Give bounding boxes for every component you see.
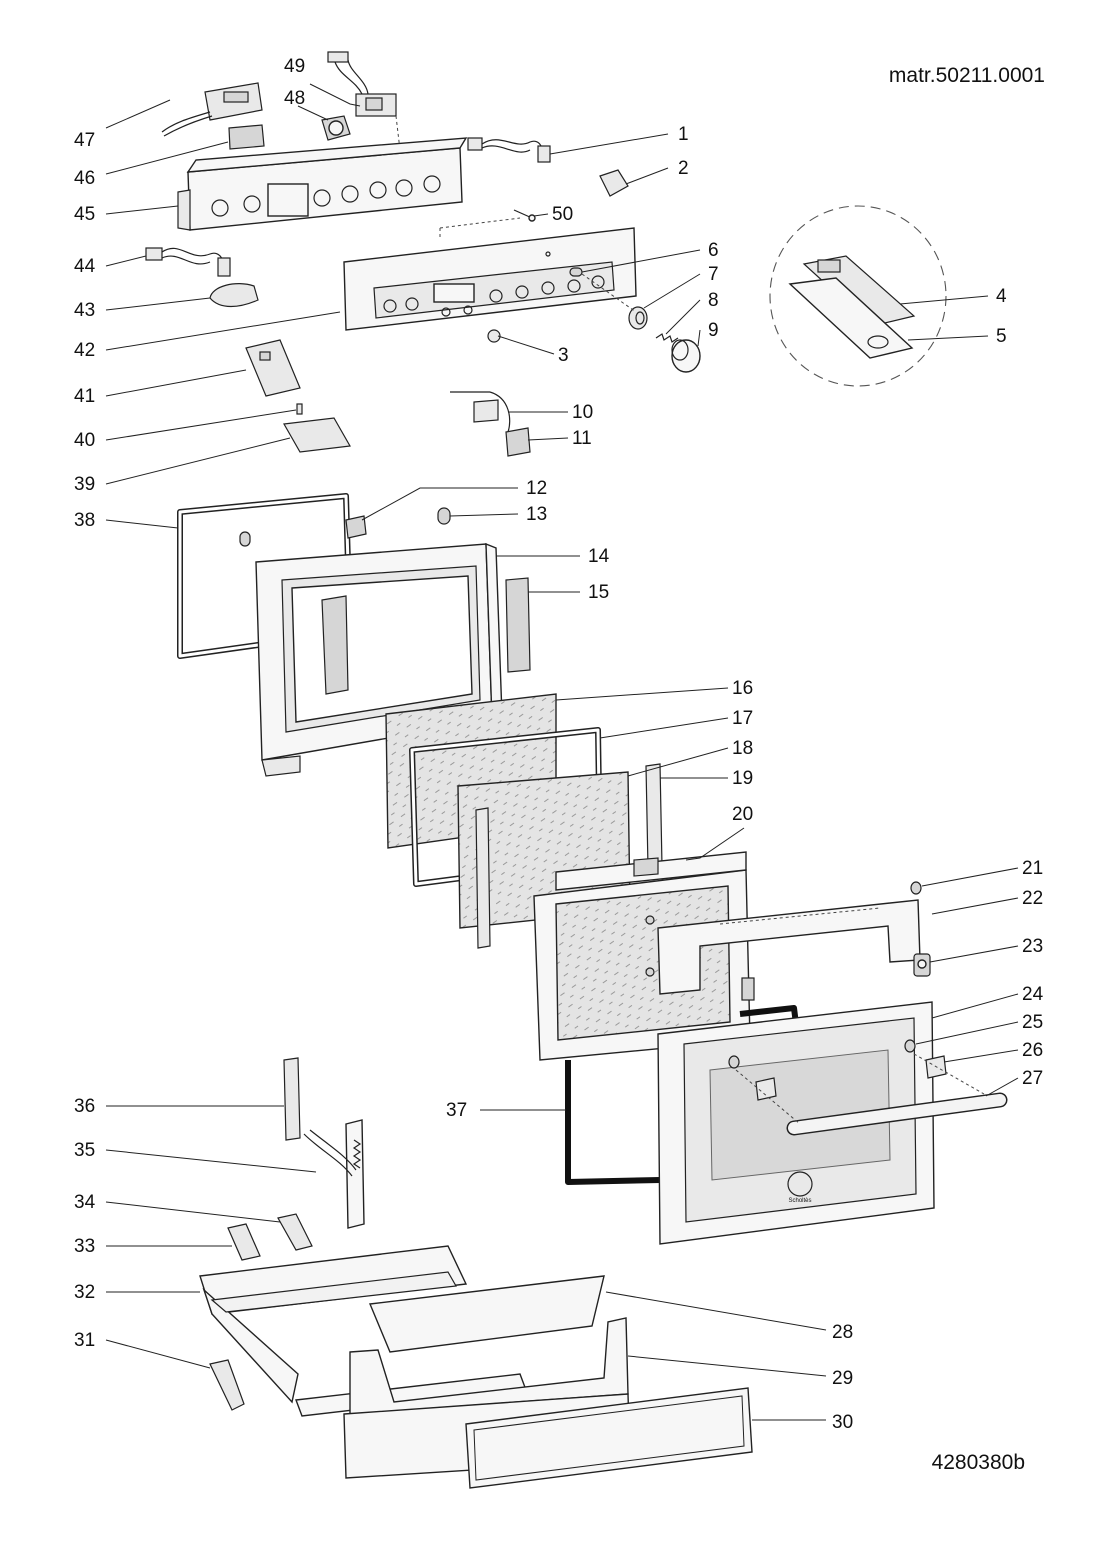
- part-48-selector: [321, 115, 351, 141]
- part-23-latch: [913, 953, 931, 977]
- label-8: 8: [708, 290, 719, 311]
- part-21-bolt: [910, 881, 922, 895]
- label-17: 17: [732, 708, 753, 729]
- label-9: 9: [708, 320, 719, 341]
- label-35: 35: [74, 1140, 95, 1161]
- part-9-knob: [671, 339, 701, 373]
- part-20-outer-panel: [533, 851, 751, 1061]
- label-50: 50: [552, 204, 573, 225]
- label-20: 20: [732, 804, 753, 825]
- label-2: 2: [678, 158, 689, 179]
- part-30-drawer-cover: [465, 1387, 753, 1489]
- label-15: 15: [588, 582, 609, 603]
- part-47-display-board: [161, 82, 263, 137]
- part-5-board-housing: [788, 277, 914, 359]
- label-49: 49: [284, 56, 305, 77]
- label-18: 18: [732, 738, 753, 759]
- part-8-spring: [655, 333, 679, 343]
- part-41-bracket: [245, 339, 301, 397]
- label-33: 33: [74, 1236, 95, 1257]
- label-19: 19: [732, 768, 753, 789]
- part-42-fascia: [343, 227, 637, 331]
- part-39-plate: [283, 417, 351, 453]
- part-27-handle: [735, 1053, 1008, 1136]
- part-40-pin: [296, 403, 303, 415]
- label-41: 41: [74, 386, 95, 407]
- label-11: 11: [572, 428, 592, 449]
- label-16: 16: [732, 678, 753, 699]
- part-50-pin: [439, 209, 536, 240]
- label-31: 31: [74, 1330, 95, 1351]
- label-36: 36: [74, 1096, 95, 1117]
- part-latch-small: [741, 977, 755, 1001]
- door-brand-logo: Scholtès: [788, 1198, 811, 1204]
- label-30: 30: [832, 1412, 853, 1433]
- detail-circle: [769, 205, 947, 387]
- part-33-bracket: [227, 1223, 261, 1261]
- part-2-connector: [599, 169, 629, 197]
- label-27: 27: [1022, 1068, 1043, 1089]
- part-number-labels: 1 2 3 4 5 6 7 8 9 10 11 12 13 14 15 16 1…: [74, 56, 1044, 1433]
- label-40: 40: [74, 430, 95, 451]
- label-46: 46: [74, 168, 95, 189]
- label-34: 34: [74, 1192, 96, 1213]
- part-36-hinge-cover: [283, 1057, 301, 1141]
- label-14: 14: [588, 546, 610, 567]
- part-7-knob-base: [628, 306, 648, 330]
- label-45: 45: [74, 204, 95, 225]
- part-44-harness: [145, 247, 231, 277]
- part-1-harness: [467, 137, 551, 163]
- part-22-bracket: [657, 899, 921, 995]
- part-19-rail: [645, 763, 663, 869]
- label-44: 44: [74, 256, 96, 277]
- label-26: 26: [1022, 1040, 1043, 1061]
- label-32: 32: [74, 1282, 95, 1303]
- part-43-clip: [209, 283, 259, 308]
- label-29: 29: [832, 1368, 853, 1389]
- label-47: 47: [74, 130, 95, 151]
- label-1: 1: [678, 124, 689, 145]
- leader-lines: [105, 83, 1019, 1421]
- drawing-number: 4280380b: [932, 1451, 1025, 1474]
- part-14-door-frame: [255, 542, 503, 777]
- part-34-bracket: [277, 1213, 313, 1251]
- part-25-ferrule: [728, 1039, 916, 1069]
- label-5: 5: [996, 326, 1007, 347]
- label-3: 3: [558, 345, 569, 366]
- label-38: 38: [74, 510, 95, 531]
- label-28: 28: [832, 1322, 853, 1343]
- label-39: 39: [74, 474, 95, 495]
- part-15-insulation: [505, 577, 531, 673]
- label-6: 6: [708, 240, 719, 261]
- label-21: 21: [1022, 858, 1043, 879]
- part-45-control-frame: [177, 137, 468, 231]
- part-28-divider: [368, 1275, 605, 1353]
- label-23: 23: [1022, 936, 1043, 957]
- part-11-connector: [505, 427, 531, 457]
- label-4: 4: [996, 286, 1007, 307]
- label-7: 7: [708, 264, 719, 285]
- part-rail-left: [475, 807, 491, 949]
- label-22: 22: [1022, 888, 1043, 909]
- label-43: 43: [74, 300, 95, 321]
- label-48: 48: [284, 88, 305, 109]
- label-12: 12: [526, 478, 547, 499]
- part-31-slide: [209, 1359, 245, 1411]
- part-10-sensor: [450, 391, 511, 433]
- label-13: 13: [526, 504, 547, 525]
- part-12-clip: [345, 515, 367, 539]
- label-10: 10: [572, 402, 593, 423]
- part-35-hinge: [303, 1119, 365, 1229]
- label-24: 24: [1022, 984, 1044, 1005]
- label-37: 37: [446, 1100, 467, 1121]
- label-25: 25: [1022, 1012, 1043, 1033]
- part-13-bumper: [437, 507, 451, 525]
- material-number: matr.50211.0001: [889, 64, 1045, 87]
- part-3-button: [487, 329, 501, 343]
- label-42: 42: [74, 340, 95, 361]
- part-46-pad: [228, 124, 265, 150]
